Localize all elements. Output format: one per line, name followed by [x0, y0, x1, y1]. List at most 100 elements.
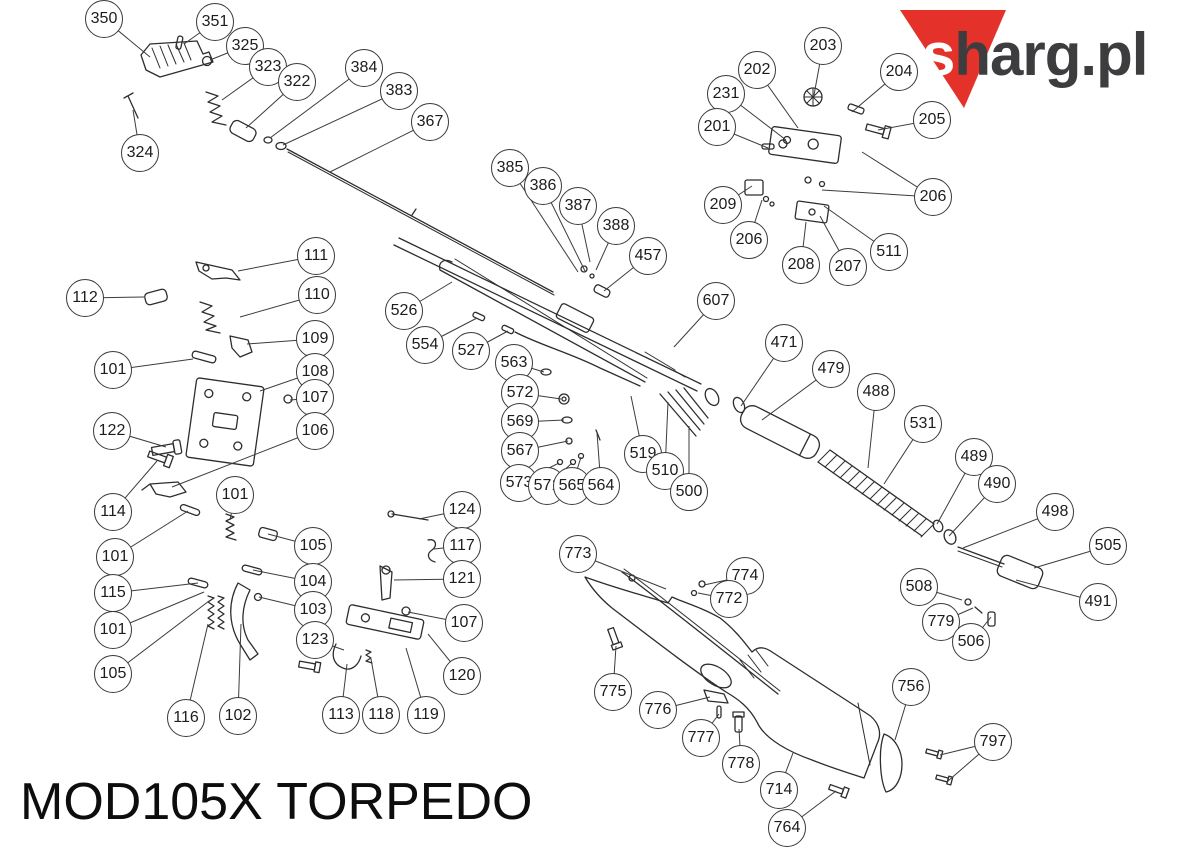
callout-350: 350: [85, 0, 123, 38]
part-breech-plug: [205, 91, 287, 151]
callout-756: 756: [892, 668, 930, 706]
callout-101: 101: [96, 538, 134, 576]
callout-506: 506: [952, 623, 990, 661]
callout-488: 488: [857, 373, 895, 411]
callout-101: 101: [94, 611, 132, 649]
callout-231: 231: [707, 75, 745, 113]
callout-206: 206: [730, 221, 768, 259]
callout-457: 457: [629, 237, 667, 275]
callout-124: 124: [443, 491, 481, 529]
callout-113: 113: [322, 696, 360, 734]
callout-119: 119: [407, 696, 445, 734]
callout-387: 387: [559, 187, 597, 225]
callout-207: 207: [829, 248, 867, 286]
part-barrel: [393, 237, 702, 392]
callout-471: 471: [765, 324, 803, 362]
callout-573: 573: [500, 464, 538, 502]
callout-107: 107: [445, 604, 483, 642]
callout-388: 388: [597, 207, 635, 245]
part-trigger-housing: [141, 377, 293, 498]
part-trigger-group: [179, 503, 278, 661]
part-stock-hardware: [607, 626, 954, 799]
callout-491: 491: [1079, 583, 1117, 621]
part-stock: [584, 576, 881, 779]
callout-116: 116: [167, 699, 205, 737]
callout-111: 111: [297, 237, 335, 275]
callout-607: 607: [697, 282, 735, 320]
callout-773: 773: [559, 535, 597, 573]
callout-206: 206: [914, 178, 952, 216]
callout-120: 120: [443, 657, 481, 695]
callout-526: 526: [385, 292, 423, 330]
callout-489: 489: [955, 438, 993, 476]
callout-775: 775: [594, 673, 632, 711]
part-front-sight: [659, 387, 720, 437]
callout-122: 122: [93, 412, 131, 450]
callout-205: 205: [913, 101, 951, 139]
callout-202: 202: [738, 51, 776, 89]
logo-triangle-icon: [900, 10, 1006, 108]
callout-209: 209: [704, 186, 742, 224]
callout-105: 105: [294, 527, 332, 565]
callout-714: 714: [760, 771, 798, 809]
logo-text: sharg.pl: [922, 20, 1148, 89]
callout-385: 385: [491, 149, 529, 187]
callout-204: 204: [880, 53, 918, 91]
callout-383: 383: [380, 72, 418, 110]
callout-351: 351: [196, 3, 234, 41]
callout-776: 776: [639, 691, 677, 729]
callout-797: 797: [974, 723, 1012, 761]
callout-114: 114: [94, 493, 132, 531]
callout-777: 777: [682, 719, 720, 757]
callout-508: 508: [900, 568, 938, 606]
callout-112: 112: [66, 279, 104, 317]
callout-778: 778: [722, 745, 760, 783]
callout-118: 118: [362, 696, 400, 734]
callout-772: 772: [710, 580, 748, 618]
part-safety-lever: [144, 261, 253, 364]
part-rear-sight: [744, 87, 892, 224]
callout-384: 384: [345, 49, 383, 87]
callout-121: 121: [443, 560, 481, 598]
callout-107: 107: [296, 379, 334, 417]
part-trigger-guard-parts: [297, 510, 437, 674]
callout-101: 101: [216, 476, 254, 514]
callout-479: 479: [812, 350, 850, 388]
callout-527: 527: [452, 332, 490, 370]
callout-117: 117: [443, 527, 481, 565]
logo-rest: harg.pl: [954, 21, 1148, 88]
callout-322: 322: [278, 63, 316, 101]
callout-106: 106: [296, 412, 334, 450]
callout-203: 203: [804, 27, 842, 65]
part-sear-cluster: [540, 368, 601, 466]
callout-208: 208: [782, 246, 820, 284]
callout-564: 564: [582, 467, 620, 505]
callout-110: 110: [298, 276, 336, 314]
logo-letter-s: s: [922, 21, 955, 88]
callout-367: 367: [411, 103, 449, 141]
callout-779: 779: [922, 603, 960, 641]
callout-324: 324: [121, 134, 159, 172]
callout-531: 531: [904, 405, 942, 443]
callout-500: 500: [670, 473, 708, 511]
callout-505: 505: [1089, 527, 1127, 565]
callout-498: 498: [1036, 493, 1074, 531]
diagram-title: MOD105X TORPEDO: [20, 773, 533, 831]
part-scope-rail: [123, 35, 214, 119]
part-cocking-arm: [438, 258, 648, 387]
callout-101: 101: [94, 351, 132, 389]
callout-490: 490: [978, 465, 1016, 503]
callout-764: 764: [768, 809, 806, 847]
callout-201: 201: [698, 108, 736, 146]
part-rod: [286, 148, 555, 296]
callout-102: 102: [219, 697, 257, 735]
part-spring-guide: [957, 546, 1044, 627]
callout-105: 105: [94, 655, 132, 693]
sharg-logo: sharg.pl: [898, 6, 1193, 110]
callout-115: 115: [94, 574, 132, 612]
callout-554: 554: [406, 326, 444, 364]
callout-325: 325: [226, 27, 264, 65]
callout-109: 109: [296, 320, 334, 358]
part-piston-spring: [732, 396, 957, 545]
